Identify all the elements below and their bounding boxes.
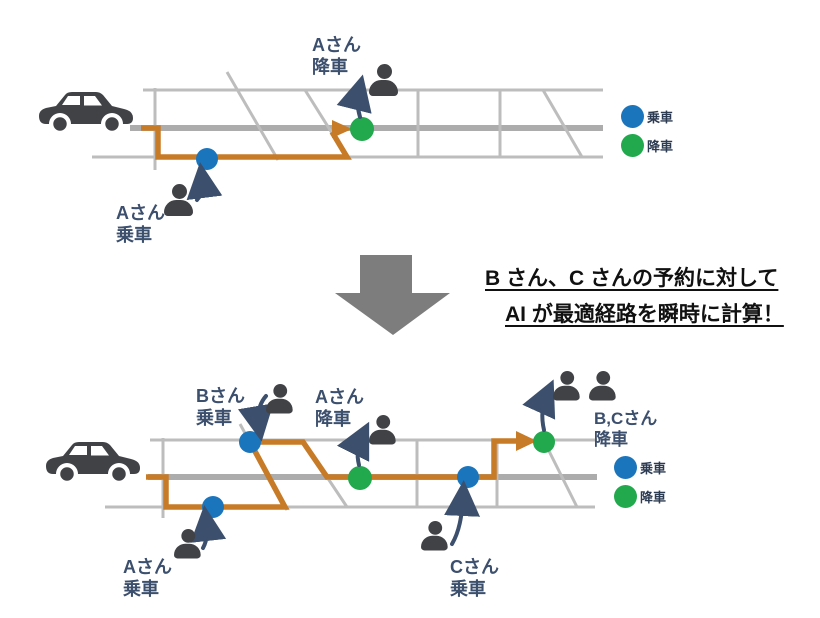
person-head	[180, 529, 195, 543]
caption-line-1: B さん、C さんの予約に対して	[485, 267, 779, 290]
person-head	[595, 371, 610, 385]
person-icon-a-alight	[369, 415, 397, 445]
label-line: 降車	[315, 409, 351, 429]
alight-arrow-bc	[522, 379, 556, 432]
route-path	[141, 125, 352, 160]
legend-board-label: 乗車	[647, 110, 674, 125]
label-line: 降車	[594, 430, 628, 449]
alight-swatch-icon	[621, 134, 644, 157]
person-torso	[589, 385, 616, 401]
person-icon-b-board	[266, 384, 294, 414]
label-line: B,Cさん	[594, 409, 658, 428]
car-icon	[43, 437, 143, 483]
caption-line-2: AI が最適経路を瞬時に計算！	[505, 303, 784, 326]
person-torso	[266, 398, 293, 414]
label-a-alight: Aさん 降車	[315, 386, 364, 430]
person-head	[376, 64, 392, 79]
route-arrowhead	[516, 431, 537, 451]
alight-arrow-a	[336, 421, 370, 467]
label-line: Cさん	[450, 557, 499, 577]
legend-alight-label: 降車	[647, 139, 674, 154]
legend-before: 乗車 降車	[621, 105, 673, 163]
person-torso	[369, 80, 398, 96]
label-line: Aさん	[315, 387, 364, 407]
label-line: 降車	[312, 57, 348, 77]
label-line: Aさん	[312, 35, 361, 55]
person-head	[272, 384, 287, 398]
road	[225, 71, 280, 161]
legend-alight-row: 降車	[614, 485, 666, 508]
label-a-board: Aさん 乗車	[123, 556, 172, 600]
person-torso	[553, 385, 580, 401]
transition-down-arrow-icon	[335, 255, 450, 342]
person-head	[427, 521, 442, 535]
board-stop-b	[239, 431, 261, 453]
transition-caption: B さん、C さんの予約に対して AI が最適経路を瞬時に計算！	[485, 261, 784, 333]
car-icon	[36, 87, 136, 133]
street-map-before	[92, 71, 603, 202]
person-torso	[421, 535, 448, 551]
alight-stop-a	[348, 466, 372, 490]
label-line: Aさん	[123, 557, 172, 577]
label-line: 乗車	[123, 579, 159, 599]
person-head	[375, 415, 390, 429]
label-bc-alight: B,Cさん 降車	[594, 408, 657, 450]
person-icon-c-board	[421, 521, 449, 551]
after-panel: Bさん 乗車 Aさん 降車 B,Cさん 降車 Aさん 乗車 Cさん 乗車 乗車	[0, 350, 820, 618]
label-a-board: Aさん 乗車	[116, 202, 165, 246]
road	[543, 442, 579, 508]
board-stop-c	[457, 466, 479, 488]
label-line: Bさん	[196, 386, 245, 406]
person-icon-bc-alight	[553, 371, 619, 403]
person-torso	[174, 543, 201, 559]
route-path	[146, 438, 518, 510]
route-arrowhead	[332, 120, 352, 138]
person-icon-a-board	[174, 529, 202, 559]
before-panel: Aさん 乗車 Aさん 降車 乗車 降車	[0, 0, 820, 250]
person-head	[559, 371, 574, 385]
alight-stop-bc	[533, 431, 555, 453]
label-line: Aさん	[116, 203, 165, 223]
label-b-board: Bさん 乗車	[196, 385, 245, 429]
legend-board-row: 乗車	[621, 105, 673, 128]
label-a-alight: Aさん 降車	[312, 34, 361, 78]
road	[541, 89, 584, 158]
board-swatch-icon	[621, 105, 644, 128]
legend-alight-label: 降車	[640, 490, 667, 505]
person-head	[171, 184, 187, 199]
street-map-after	[105, 379, 597, 550]
alight-arrow-a	[336, 74, 372, 119]
label-c-board: Cさん 乗車	[450, 556, 499, 600]
person-icon-a-alight	[369, 64, 399, 96]
legend-board-label: 乗車	[640, 461, 667, 476]
board-stop-a	[202, 496, 224, 518]
person-icon-a-board	[164, 184, 194, 216]
board-arrow-c	[444, 480, 481, 546]
label-line: 乗車	[450, 579, 486, 599]
legend-after: 乗車 降車	[614, 456, 666, 514]
board-arrow-b	[237, 394, 274, 442]
board-arrow-a	[190, 505, 227, 550]
legend-board-row: 乗車	[614, 456, 666, 479]
legend-alight-row: 降車	[621, 134, 673, 157]
board-stop-a	[196, 148, 218, 170]
alight-stop-a	[350, 117, 374, 141]
board-swatch-icon	[614, 456, 637, 479]
person-icon-c	[589, 371, 617, 401]
alight-swatch-icon	[614, 485, 637, 508]
label-line: 乗車	[116, 225, 152, 245]
person-torso	[369, 429, 396, 445]
person-torso	[164, 200, 193, 216]
board-arrow-a	[186, 162, 223, 202]
label-line: 乗車	[196, 408, 232, 428]
person-icon-b	[553, 371, 581, 401]
